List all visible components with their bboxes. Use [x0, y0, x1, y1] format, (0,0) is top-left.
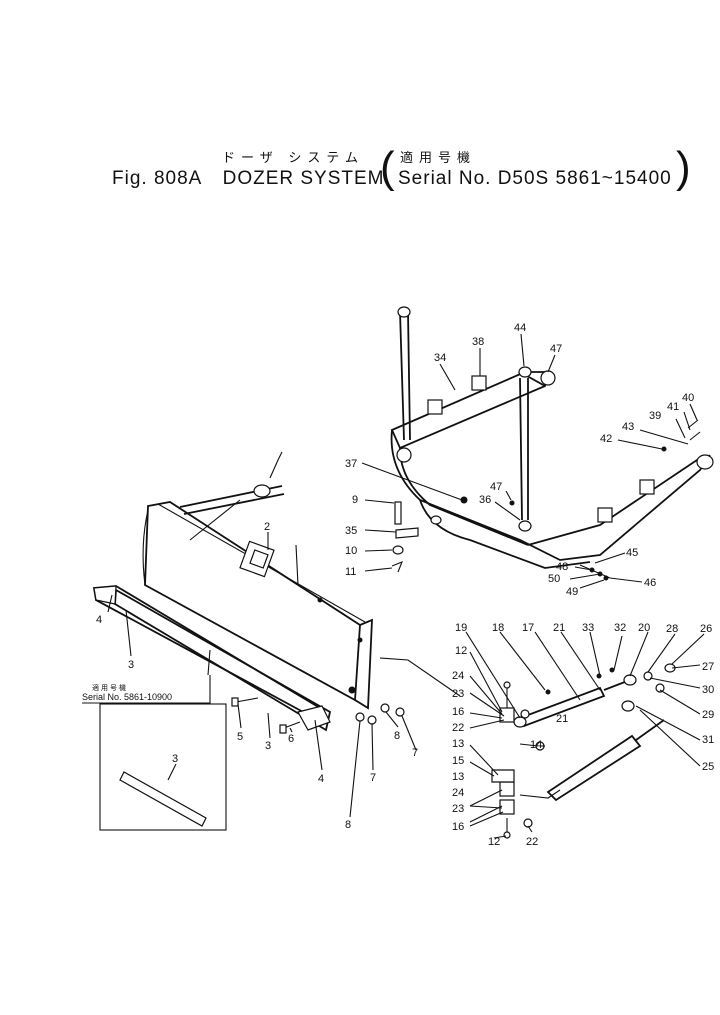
group-connector: [379, 657, 461, 697]
callout-18: 18: [492, 622, 504, 634]
callout-32: 32: [614, 622, 626, 634]
callout-21: 21: [553, 622, 565, 634]
callout-23b: 23: [452, 803, 464, 815]
callout-34: 34: [434, 352, 446, 364]
callout-10: 10: [345, 545, 357, 557]
callout-16b: 16: [452, 821, 464, 833]
inset-box: [82, 702, 227, 831]
inset-serial-japanese: 適用号機: [92, 685, 128, 692]
callout-6: 6: [288, 733, 294, 745]
callout-47b: 47: [490, 481, 502, 493]
hydraulic-cylinders: [491, 663, 676, 839]
title-japanese: ドーザ システム: [222, 150, 364, 165]
inset-callout-3: 3: [172, 753, 178, 765]
blade-leaders: [107, 532, 417, 818]
callout-11: 11: [345, 566, 356, 578]
figure-number: Fig. 808A: [112, 168, 203, 189]
right-bracket: ): [676, 143, 691, 192]
callout-39: 39: [649, 410, 661, 422]
callout-17: 17: [522, 622, 534, 634]
callout-19: 19: [455, 622, 467, 634]
callout-8: 8: [345, 819, 351, 831]
callout-21b: 21: [556, 713, 568, 725]
callout-30: 30: [702, 684, 714, 696]
callout-16: 16: [452, 706, 464, 718]
callout-42: 42: [600, 433, 612, 445]
callout-25: 25: [702, 761, 714, 773]
callout-31: 31: [702, 734, 714, 746]
callout-5: 5: [237, 731, 243, 743]
callout-9: 9: [352, 494, 358, 506]
callout-13b: 13: [452, 771, 464, 783]
system-name: DOZER SYSTEM: [222, 168, 385, 189]
callout-4b: 4: [318, 773, 324, 785]
callout-48: 48: [556, 561, 568, 573]
callout-3: 3: [128, 659, 134, 671]
callout-47: 47: [550, 343, 562, 355]
frame-leaders: [361, 333, 698, 589]
callout-43: 43: [622, 421, 634, 433]
callout-22: 22: [452, 722, 464, 734]
callout-24b: 24: [452, 787, 464, 799]
left-bracket: (: [380, 143, 395, 192]
callout-49: 49: [566, 586, 578, 598]
callout-8b: 8: [394, 730, 400, 742]
callout-28: 28: [666, 623, 678, 635]
callout-37: 37: [345, 458, 357, 470]
callout-45: 45: [626, 547, 638, 559]
callout-41: 41: [667, 401, 679, 413]
hardware-bolts: [231, 697, 405, 734]
callout-50: 50: [548, 573, 560, 585]
callout-12: 12: [455, 645, 467, 657]
callout-23: 23: [452, 688, 464, 700]
callout-35: 35: [345, 525, 357, 537]
c-frame: [390, 306, 714, 581]
callout-36: 36: [479, 494, 491, 506]
callout-20: 20: [638, 622, 650, 634]
callout-15: 15: [452, 755, 464, 767]
figure-title: Fig. 808A DOZER SYSTEM: [112, 168, 399, 190]
callout-27: 27: [702, 661, 714, 673]
callout-38: 38: [472, 336, 484, 348]
callout-24: 24: [452, 670, 464, 682]
callout-46: 46: [644, 577, 656, 589]
callout-22b: 22: [526, 836, 538, 848]
inset-serial-number: Serial No. 5861-10900: [82, 692, 173, 702]
callout-13: 13: [452, 738, 464, 750]
callout-2: 2: [264, 521, 270, 533]
callout-3b: 3: [265, 740, 271, 752]
callout-labels: 44 38 47 34 40 41 39 43 42 37 47 36 9 35…: [96, 322, 714, 848]
callout-12b: 12: [488, 836, 500, 848]
callout-44: 44: [514, 322, 526, 334]
callout-26: 26: [700, 623, 712, 635]
callout-14: 14: [530, 739, 542, 751]
cylinder-leaders: [465, 631, 705, 839]
dozer-blade: [142, 451, 373, 710]
serial-number: Serial No. D50S 5861~15400: [398, 168, 672, 189]
serial-japanese: 適用号機: [400, 150, 477, 165]
cylinder-connector: [519, 789, 561, 799]
callout-7: 7: [370, 772, 376, 784]
callout-4: 4: [96, 614, 102, 626]
callout-7b: 7: [412, 747, 418, 759]
callout-29: 29: [702, 709, 714, 721]
callout-40: 40: [682, 392, 694, 404]
callout-33: 33: [582, 622, 594, 634]
cutting-edge: [92, 585, 332, 732]
